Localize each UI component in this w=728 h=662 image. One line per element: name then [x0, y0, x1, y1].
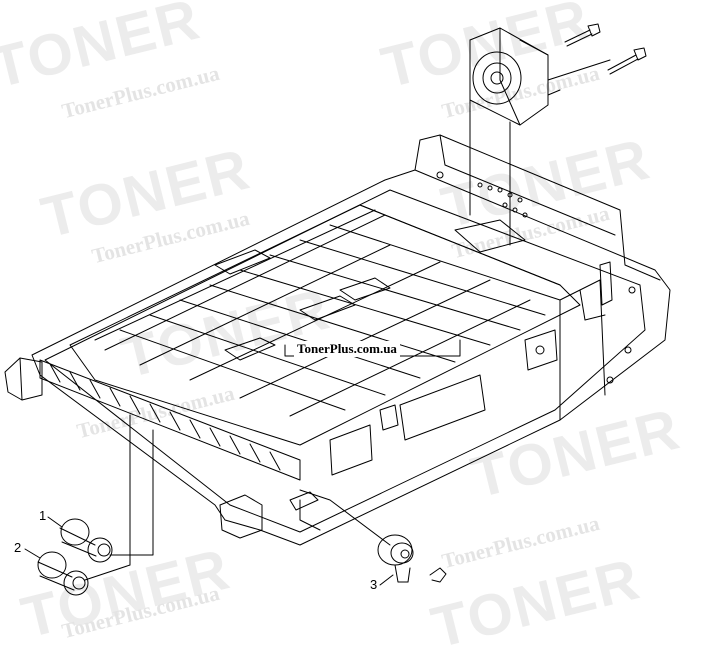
front-rail: [39, 359, 301, 481]
left-end-cap: [4, 357, 43, 401]
callout-1-leader: [47, 516, 63, 528]
callout-3: 3: [370, 577, 378, 592]
rear-bracket: [414, 134, 661, 281]
screw-2: [607, 47, 647, 75]
exploded-view-drawing: [4, 23, 671, 596]
callout-1: 1: [39, 508, 47, 523]
e-ring: [429, 567, 447, 583]
roller-1: [59, 518, 113, 563]
callout-3-leader: [379, 574, 394, 586]
callout-2-leader: [24, 548, 41, 559]
roller-2: [37, 551, 89, 596]
rear-perforations: [436, 171, 528, 218]
frame-inner-edge: [44, 189, 646, 533]
screw-1: [564, 23, 601, 47]
parts-diagram: TONER TONER TONER TONER TONER TONER TONE…: [0, 0, 687, 661]
front-foot: [219, 494, 263, 539]
callout-2: 2: [14, 540, 22, 555]
frame-outline: [31, 169, 671, 546]
site-label: TonerPlus.com.ua: [294, 341, 400, 357]
gear-part-3: [377, 534, 414, 583]
cooling-fan: [469, 27, 549, 126]
